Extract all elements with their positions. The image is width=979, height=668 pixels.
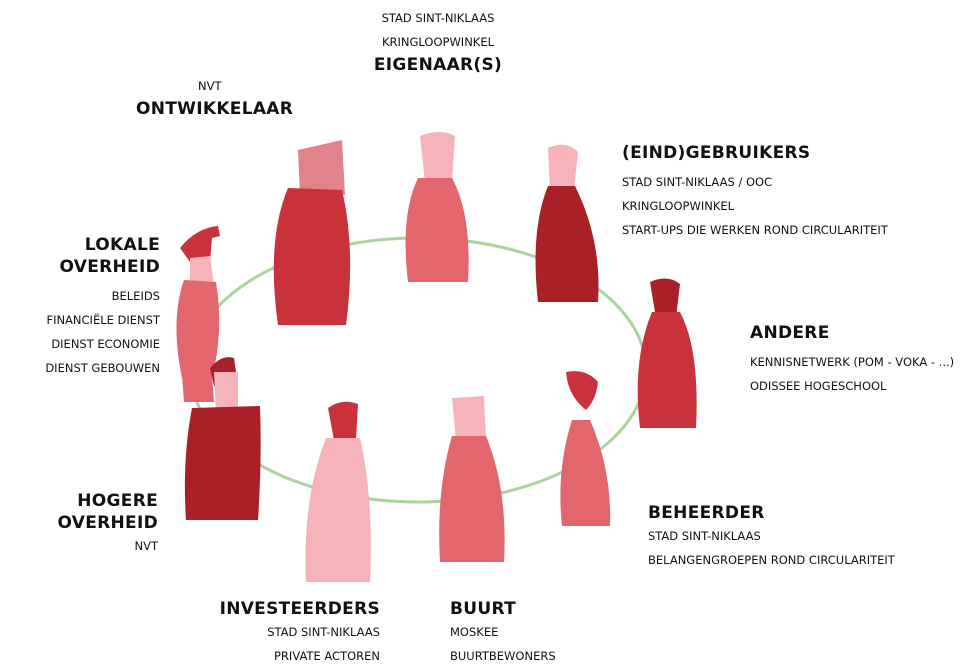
lokale-overheid-item-3: DIENST ECONOMIE xyxy=(51,337,160,351)
beheerder-item-2: BELANGENGROEPEN ROND CIRCULARITEIT xyxy=(648,553,895,567)
investeerders-title: INVESTEERDERS xyxy=(219,599,380,619)
label-lokale-overheid: LOKALE OVERHEID BELEIDS FINANCIËLE DIENS… xyxy=(0,234,160,380)
eigenaars-item-1: STAD SINT-NIKLAAS xyxy=(381,11,495,25)
figure-ontwikkelaar xyxy=(273,140,351,325)
hogere-overheid-item-1: NVT xyxy=(134,539,159,553)
lokale-overheid-item-4: DIENST GEBOUWEN xyxy=(45,361,160,375)
buurt-title: BUURT xyxy=(450,599,516,619)
figure-investeerders xyxy=(305,401,371,582)
eigenaars-title: EIGENAAR(S) xyxy=(373,55,503,75)
ontwikkelaar-title: ONTWIKKELAAR xyxy=(136,99,294,119)
buurt-item-1: MOSKEE xyxy=(450,625,499,639)
label-beheerder: BEHEERDER STAD SINT-NIKLAAS BELANGENGROE… xyxy=(648,502,928,572)
figure-hogere-overheid xyxy=(184,357,261,520)
eindgebruikers-item-1: STAD SINT-NIKLAAS / OOC xyxy=(622,175,773,189)
figure-eindgebruikers xyxy=(535,144,599,302)
beheerder-item-1: STAD SINT-NIKLAAS xyxy=(648,529,761,543)
label-andere: ANDERE KENNISNETWERK (POM - VOKA - ...) … xyxy=(750,322,975,398)
hogere-overheid-title-2: OVERHEID xyxy=(57,513,158,533)
hogere-overheid-title-1: HOGERE xyxy=(77,491,158,511)
figure-buurt xyxy=(439,396,505,562)
label-buurt: BUURT MOSKEE BUURTBEWONERS xyxy=(450,598,610,668)
label-hogere-overheid: HOGERE OVERHEID NVT xyxy=(0,490,158,558)
beheerder-title: BEHEERDER xyxy=(648,503,765,523)
eindgebruikers-item-2: KRINGLOOPWINKEL xyxy=(622,199,735,213)
label-investeerders: INVESTEERDERS STAD SINT-NIKLAAS PRIVATE … xyxy=(200,598,380,668)
figure-lokale-overheid xyxy=(176,226,220,402)
lokale-overheid-item-2: FINANCIËLE DIENST xyxy=(46,313,160,327)
andere-item-1: KENNISNETWERK (POM - VOKA - ...) xyxy=(750,355,955,369)
eindgebruikers-item-3: START-UPS DIE WERKEN ROND CIRCULARITEIT xyxy=(622,223,888,237)
andere-title: ANDERE xyxy=(750,323,830,343)
lokale-overheid-title-2: OVERHEID xyxy=(59,257,160,277)
figure-beheerder xyxy=(560,371,611,526)
lokale-overheid-item-1: BELEIDS xyxy=(111,289,160,303)
investeerders-item-1: STAD SINT-NIKLAAS xyxy=(267,625,380,639)
investeerders-item-2: PRIVATE ACTOREN xyxy=(274,649,380,663)
label-eindgebruikers: (EIND)GEBRUIKERS STAD SINT-NIKLAAS / OOC… xyxy=(622,142,942,242)
figure-andere xyxy=(637,278,697,428)
ontwikkelaar-item-1: NVT xyxy=(198,79,222,93)
eigenaars-item-2: KRINGLOOPWINKEL xyxy=(381,35,495,49)
andere-item-2: ODISSEE HOGESCHOOL xyxy=(750,379,887,393)
eindgebruikers-title: (EIND)GEBRUIKERS xyxy=(622,143,811,163)
buurt-item-2: BUURTBEWONERS xyxy=(450,649,556,663)
lokale-overheid-title-1: LOKALE xyxy=(84,235,160,255)
figure-eigenaar xyxy=(405,132,469,282)
label-eigenaars: STAD SINT-NIKLAAS KRINGLOOPWINKEL EIGENA… xyxy=(343,6,533,76)
label-ontwikkelaar: NVT ONTWIKKELAAR xyxy=(136,74,306,120)
